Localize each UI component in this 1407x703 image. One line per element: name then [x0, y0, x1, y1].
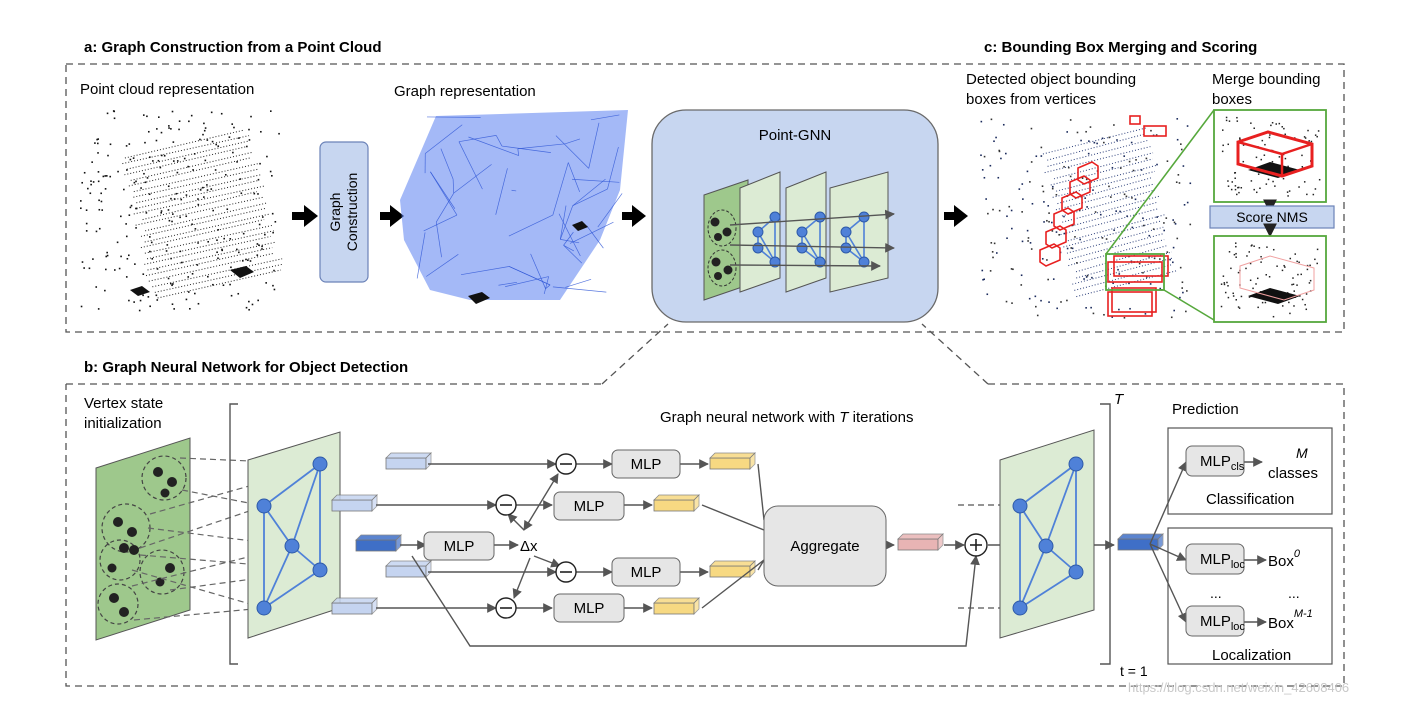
merge-label-line1: Merge bounding	[1212, 71, 1320, 88]
red-bounding-boxes	[1040, 116, 1168, 316]
mlp-box: MLP	[424, 532, 494, 560]
svg-text:MLP: MLP	[574, 498, 605, 515]
graph-construction-box: Graph Construction	[320, 142, 368, 282]
svg-text:Graph: Graph	[327, 193, 343, 232]
point-cloud-image	[80, 110, 282, 311]
detected-label-line1: Detected object bounding	[966, 71, 1136, 88]
iteration-bracket-right	[1100, 404, 1110, 664]
svg-text:MLP: MLP	[631, 456, 662, 473]
point-cloud-label: Point cloud representation	[80, 81, 254, 98]
detected-label-line2: boxes from vertices	[966, 91, 1096, 108]
aggregate-box: Aggregate	[764, 506, 886, 586]
minus-icon	[496, 495, 516, 515]
graph-representation-label: Graph representation	[394, 83, 536, 100]
feature-vector-bar	[898, 534, 943, 550]
graph-mesh-image	[400, 110, 628, 304]
ellipsis-left: ...	[1210, 585, 1222, 601]
arrow-icon	[292, 205, 318, 227]
input-graph-panel	[248, 432, 340, 638]
mlp-box: MLP	[612, 450, 680, 478]
svg-text:MLP: MLP	[631, 564, 662, 581]
score-nms-label: Score NMS	[1236, 209, 1308, 225]
feature-vector-bar	[710, 453, 755, 469]
gnn-header: Graph neural network with T iterations	[660, 409, 913, 426]
iteration-T-label: T	[1114, 391, 1125, 408]
merge-label-line2: boxes	[1212, 91, 1252, 108]
feature-vector-bar	[356, 535, 401, 551]
prediction-label: Prediction	[1172, 401, 1239, 418]
subtract-ops	[496, 454, 576, 618]
classification-label: Classification	[1206, 491, 1294, 508]
panel-c-title: c: Bounding Box Merging and Scoring	[984, 39, 1257, 56]
box0-label: Box0	[1268, 548, 1301, 570]
svg-text:MLP: MLP	[574, 600, 605, 617]
minus-icon	[556, 562, 576, 582]
arrow-icon	[380, 205, 404, 227]
mlp-box: MLP	[554, 594, 624, 622]
feature-vector-bar	[386, 453, 431, 469]
aggregate-label: Aggregate	[790, 538, 859, 555]
localization-label: Localization	[1212, 647, 1291, 664]
watermark: https://blog.csdn.net/weixin_42608406	[1128, 680, 1349, 695]
mlp-loc-box: MLPloc	[1186, 544, 1245, 574]
merge-bottom-inset	[1214, 236, 1326, 322]
mlp-loc-box: MLPloc	[1186, 606, 1245, 636]
output-graph-panel	[1000, 430, 1094, 638]
feature-vector-bar	[1118, 534, 1163, 550]
iteration-start-label: t = 1	[1120, 663, 1148, 679]
classes-label: classes	[1268, 465, 1318, 482]
feature-vector-bar	[332, 598, 377, 614]
ellipsis-right: ...	[1288, 585, 1300, 601]
point-gnn-box: Point-GNN	[652, 110, 938, 322]
vertex-init-panel	[96, 438, 190, 640]
classes-M-label: M	[1296, 445, 1308, 461]
feature-vector-bar	[654, 495, 699, 511]
panel-a-title: a: Graph Construction from a Point Cloud	[84, 39, 382, 56]
delta-x-label: Δx	[520, 538, 538, 555]
minus-icon	[496, 598, 516, 618]
detected-point-cloud-image	[980, 118, 1191, 319]
merge-top-inset	[1214, 110, 1326, 202]
mlp-cls-box: MLPcls	[1186, 446, 1245, 476]
plus-icon	[965, 534, 987, 556]
mlp-box: MLP	[612, 558, 680, 586]
mlp-box: MLP	[554, 492, 624, 520]
feature-vector-bar	[332, 495, 377, 511]
panel-b-title: b: Graph Neural Network for Object Detec…	[84, 359, 408, 376]
svg-text:Construction: Construction	[344, 173, 360, 252]
feature-vector-bar	[710, 561, 755, 577]
feature-vector-bar	[654, 598, 699, 614]
zoom-line-left	[602, 324, 668, 384]
arrow-icon	[944, 205, 968, 227]
vertex-init-line1: Vertex state	[84, 395, 163, 412]
arrow-icon	[622, 205, 646, 227]
boxM-label: BoxM-1	[1268, 608, 1313, 632]
svg-text:MLP: MLP	[444, 538, 475, 555]
iteration-bracket-left	[230, 404, 238, 664]
score-nms-box: Score NMS	[1210, 206, 1334, 228]
zoom-line-right	[922, 324, 988, 384]
minus-icon	[556, 454, 576, 474]
point-gnn-label: Point-GNN	[759, 127, 832, 144]
vertex-init-line2: initialization	[84, 415, 162, 432]
